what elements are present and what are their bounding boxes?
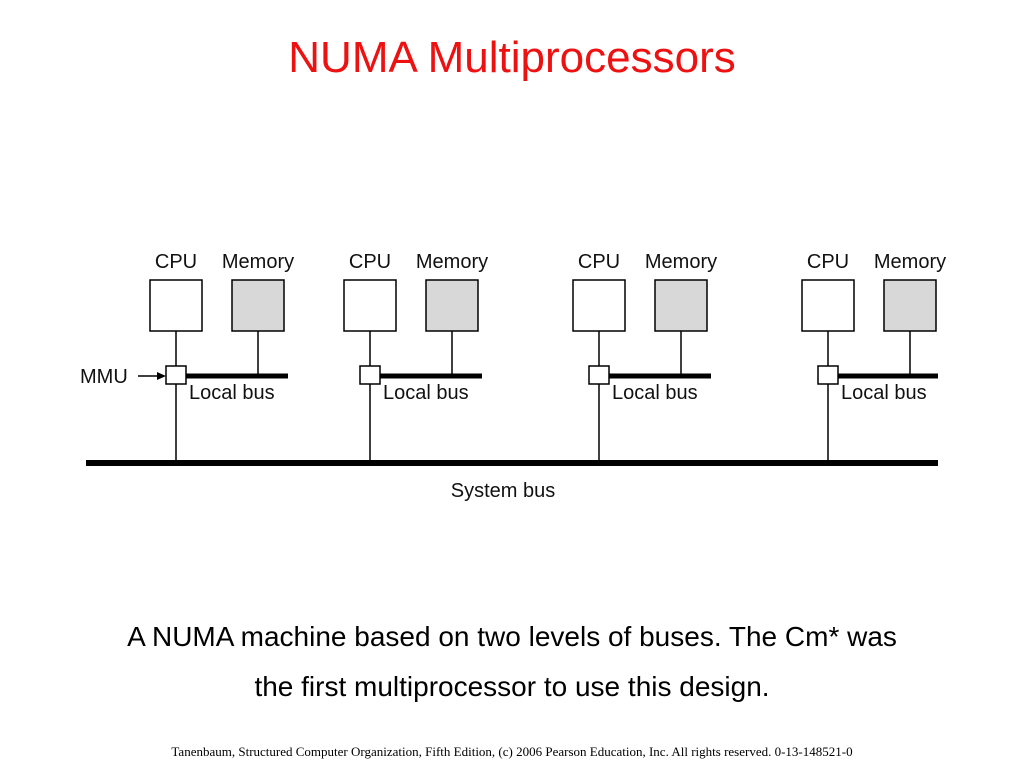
cpu-label: CPU [155, 251, 197, 273]
caption-line-2: the first multiprocessor to use this des… [254, 671, 770, 702]
caption: A NUMA machine based on two levels of bu… [20, 612, 1004, 712]
local-bus-label: Local bus [383, 382, 469, 404]
mmu-box [359, 365, 381, 385]
node-4: CPU Memory Local bus [801, 251, 946, 463]
mmu-box [817, 365, 839, 385]
local-bus-label: Local bus [841, 382, 927, 404]
system-bus-label: System bus [451, 480, 555, 502]
cpu-label: CPU [807, 251, 849, 273]
memory-box [231, 279, 285, 332]
local-bus-label: Local bus [612, 382, 698, 404]
memory-box [425, 279, 479, 332]
slide-title: NUMA Multiprocessors [288, 33, 736, 82]
mmu-box [588, 365, 610, 385]
caption-line-1: A NUMA machine based on two levels of bu… [127, 621, 897, 652]
memory-label: Memory [416, 251, 488, 273]
node-2: CPU Memory Local bus [343, 251, 488, 463]
cpu-box [801, 279, 855, 332]
cpu-label: CPU [578, 251, 620, 273]
local-bus-label: Local bus [189, 382, 275, 404]
cpu-label: CPU [349, 251, 391, 273]
memory-label: Memory [222, 251, 294, 273]
memory-box [883, 279, 937, 332]
cpu-box [149, 279, 203, 332]
mmu-arrow [138, 372, 166, 380]
mmu-box [165, 365, 187, 385]
footer-copyright: Tanenbaum, Structured Computer Organizat… [171, 744, 853, 759]
cpu-box [572, 279, 626, 332]
memory-box [654, 279, 708, 332]
mmu-label: MMU [80, 366, 128, 388]
memory-label: Memory [645, 251, 717, 273]
node-1: CPU Memory Local bus [149, 251, 294, 463]
cpu-box [343, 279, 397, 332]
node-3: CPU Memory Local bus [572, 251, 717, 463]
memory-label: Memory [874, 251, 946, 273]
